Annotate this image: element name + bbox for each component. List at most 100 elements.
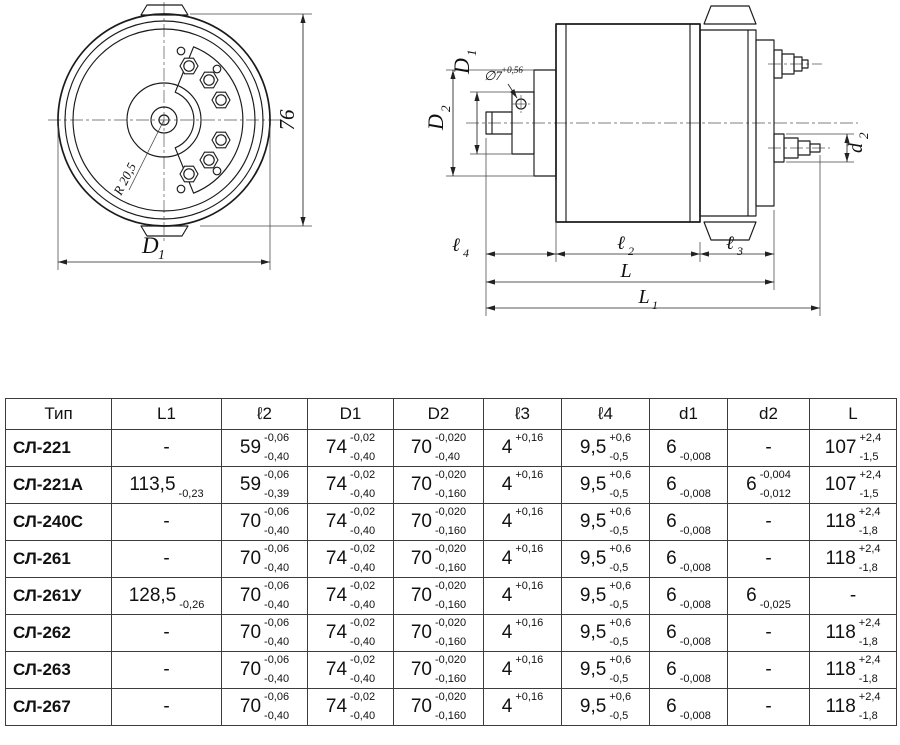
value-cell: - <box>727 688 810 726</box>
dim-L1-label: L <box>637 286 649 308</box>
type-cell: СЛ-262 <box>5 614 112 652</box>
value-cell: 70-0,06-0,40 <box>221 651 308 689</box>
value-cell: - <box>111 429 222 467</box>
value-cell: 4+0,16 <box>483 540 562 578</box>
column-header: D1 <box>307 398 394 430</box>
column-header: ℓ4 <box>561 398 650 430</box>
front-d1-sub: 1 <box>158 248 165 263</box>
value-cell: 70-0,020-0,40 <box>393 429 484 467</box>
value-cell: 118+2,4-1,8 <box>809 688 897 726</box>
value-cell: 128,5-0,26 <box>111 577 222 615</box>
brush-plate <box>174 46 244 194</box>
value-cell: 9,5+0,6-0,5 <box>561 651 650 689</box>
value-cell: 70-0,020-0,160 <box>393 503 484 541</box>
value-cell: 4+0,16 <box>483 614 562 652</box>
value-cell: 70-0,020-0,160 <box>393 466 484 504</box>
value-cell: 6-0,008 <box>649 466 728 504</box>
value-cell: 6-0,004-0,012 <box>727 466 810 504</box>
value-cell: 6-0,008 <box>649 540 728 578</box>
side-d2-label: d <box>845 142 867 153</box>
value-cell: 74-0,02-0,40 <box>307 540 394 578</box>
value-cell: 6-0,008 <box>649 503 728 541</box>
value-cell: 9,5+0,6-0,5 <box>561 614 650 652</box>
value-cell: 4+0,16 <box>483 429 562 467</box>
side-d2-sub: 2 <box>856 132 871 139</box>
column-header: L <box>809 398 897 430</box>
value-cell: - <box>111 688 222 726</box>
value-cell: 6-0,008 <box>649 614 728 652</box>
column-header: ℓ3 <box>483 398 562 430</box>
column-header: d2 <box>727 398 810 430</box>
value-cell: 4+0,16 <box>483 577 562 615</box>
side-D2-label: D <box>423 114 448 131</box>
value-cell: 118+2,4-1,8 <box>809 503 897 541</box>
dim-76-label: 76 <box>275 109 299 131</box>
column-header: d1 <box>649 398 728 430</box>
side-lug-top <box>703 5 757 25</box>
value-cell: 118+2,4-1,8 <box>809 614 897 652</box>
value-cell: - <box>727 651 810 689</box>
motor-side-view: D 2 D 1 ∅7 +0,56 d 2 ℓ 4 <box>423 5 871 316</box>
type-cell: СЛ-221А <box>5 466 112 504</box>
value-cell: 74-0,02-0,40 <box>307 466 394 504</box>
shaft-hole-label: ∅7 <box>484 68 502 83</box>
type-cell: СЛ-263 <box>5 651 112 689</box>
value-cell: 9,5+0,6-0,5 <box>561 577 650 615</box>
value-cell: 9,5+0,6-0,5 <box>561 503 650 541</box>
value-cell: 70-0,06-0,40 <box>221 503 308 541</box>
value-cell: - <box>809 577 897 615</box>
dim-L1-sub: 1 <box>652 298 658 312</box>
value-cell: - <box>111 651 222 689</box>
column-header: ℓ2 <box>221 398 308 430</box>
value-cell: 4+0,16 <box>483 651 562 689</box>
value-cell: 6-0,025 <box>727 577 810 615</box>
value-cell: 70-0,020-0,160 <box>393 651 484 689</box>
column-header: Тип <box>5 398 112 430</box>
value-cell: 74-0,02-0,40 <box>307 688 394 726</box>
side-D2-sub: 2 <box>438 105 453 112</box>
value-cell: 118+2,4-1,8 <box>809 651 897 689</box>
value-cell: 113,5-0,23 <box>111 466 222 504</box>
value-cell: - <box>727 614 810 652</box>
motor-front-view: R 20,5 76 D 1 <box>48 2 312 270</box>
value-cell: 70-0,020-0,160 <box>393 614 484 652</box>
side-lug-bottom <box>703 221 757 241</box>
value-cell: 6-0,008 <box>649 651 728 689</box>
radius-label: R 20,5 <box>110 160 139 198</box>
value-cell: - <box>727 503 810 541</box>
value-cell: 9,5+0,6-0,5 <box>561 466 650 504</box>
technical-drawing: R 20,5 76 D 1 <box>48 2 871 316</box>
value-cell: 70-0,06-0,40 <box>221 614 308 652</box>
value-cell: 70-0,020-0,160 <box>393 577 484 615</box>
front-d1-label: D <box>141 233 159 258</box>
side-D1-label: D <box>449 58 474 75</box>
value-cell: - <box>727 429 810 467</box>
dim-l4-label: ℓ <box>452 235 460 256</box>
value-cell: 4+0,16 <box>483 688 562 726</box>
type-cell: СЛ-261У <box>5 577 112 615</box>
type-cell: СЛ-240С <box>5 503 112 541</box>
value-cell: - <box>111 614 222 652</box>
type-cell: СЛ-261 <box>5 540 112 578</box>
value-cell: 70-0,020-0,160 <box>393 688 484 726</box>
value-cell: 59-0,06-0,39 <box>221 466 308 504</box>
value-cell: 70-0,06-0,40 <box>221 688 308 726</box>
dim-L-label: L <box>619 260 631 282</box>
value-cell: 6-0,008 <box>649 688 728 726</box>
value-cell: 74-0,02-0,40 <box>307 651 394 689</box>
value-cell: 70-0,020-0,160 <box>393 540 484 578</box>
value-cell: 74-0,02-0,40 <box>307 577 394 615</box>
value-cell: 4+0,16 <box>483 466 562 504</box>
value-cell: 9,5+0,6-0,5 <box>561 429 650 467</box>
